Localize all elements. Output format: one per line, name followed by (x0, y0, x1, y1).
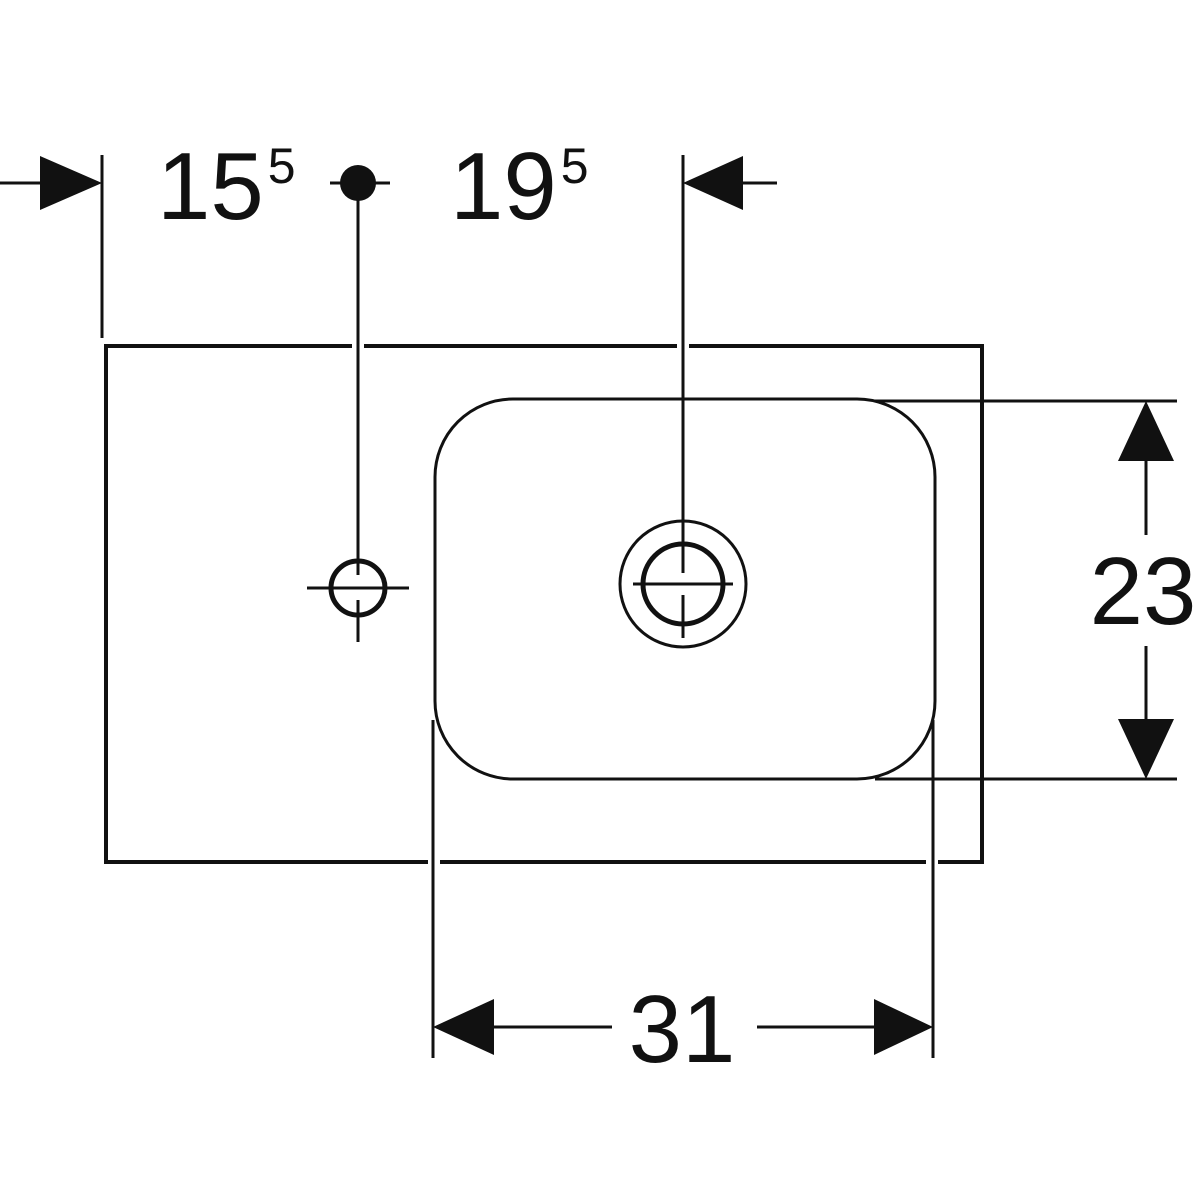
basin-outline (104, 344, 984, 864)
bottom-left-arrowhead (433, 999, 494, 1055)
left-offset-superscript: 5 (268, 138, 296, 194)
left-offset-value: 15 (157, 133, 264, 240)
bowl-depth-label: 23 (1090, 538, 1197, 645)
right-offset-superscript: 5 (561, 138, 589, 194)
top-dimension: 155 195 (0, 133, 777, 240)
bowl-outline (433, 397, 937, 781)
bowl-width-label: 31 (629, 976, 736, 1083)
top-left-arrowhead (40, 156, 102, 210)
right-offset-label: 195 (450, 133, 589, 240)
right-offset-value: 19 (450, 133, 557, 240)
basin-body (104, 344, 984, 864)
right-dimension: 23 (1090, 401, 1197, 779)
bottom-right-arrowhead (874, 999, 933, 1055)
top-right-arrowhead (683, 156, 743, 210)
right-down-arrowhead (1118, 719, 1174, 779)
left-offset-label: 155 (157, 133, 296, 240)
extension-lines (100, 155, 1177, 1058)
right-up-arrowhead (1118, 401, 1174, 461)
bottom-dimension: 31 (433, 976, 933, 1083)
tap-centre-dot (340, 165, 376, 201)
